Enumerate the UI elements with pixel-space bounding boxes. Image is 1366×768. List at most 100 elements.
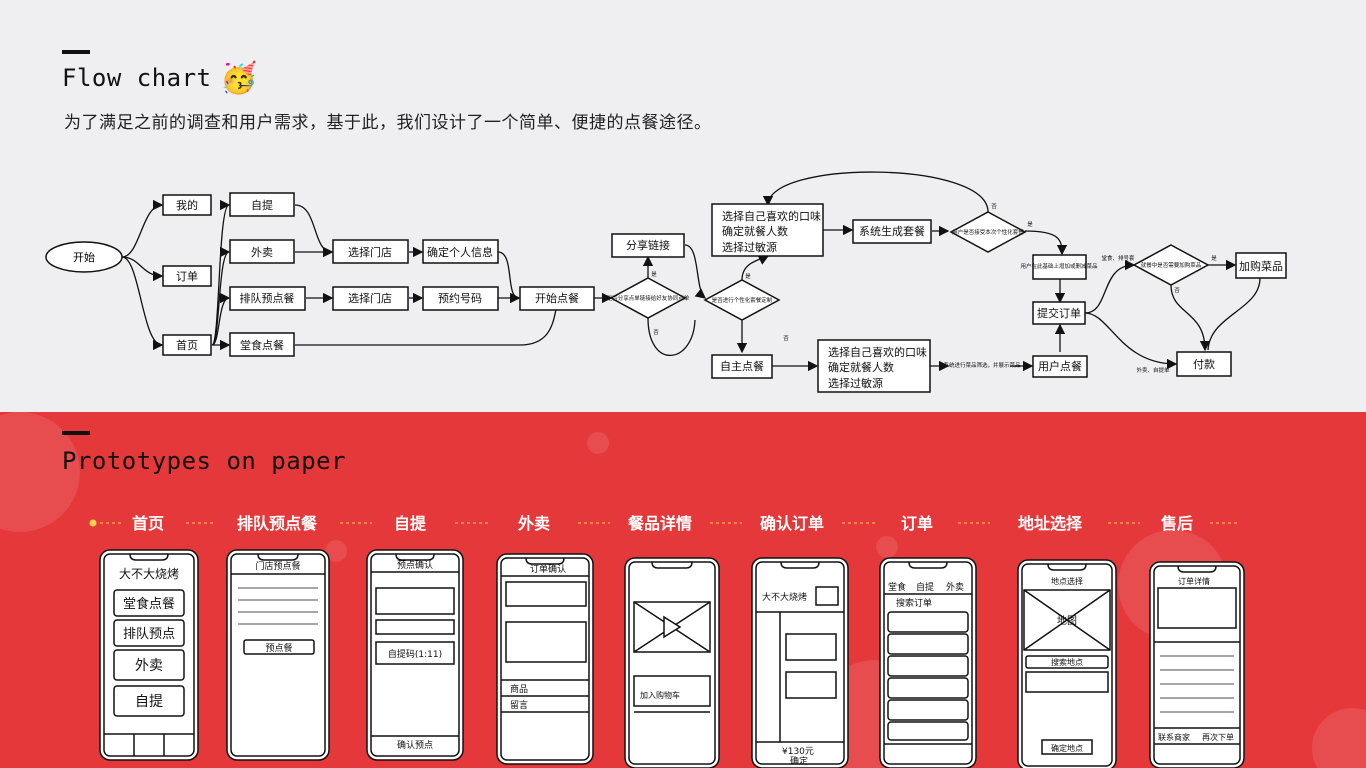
node-pay: 付款 bbox=[1193, 357, 1215, 371]
sketch-phone-pickup bbox=[366, 549, 464, 761]
tab-confirm-order: 确认订单 bbox=[760, 514, 824, 533]
node-pickup: 自提 bbox=[251, 199, 273, 212]
sketch-delivery-row-1: 商品 bbox=[510, 683, 528, 695]
node-orders: 订单 bbox=[176, 270, 198, 283]
party-emoji-icon: 🥳 bbox=[220, 61, 258, 96]
prefs-b-line-1: 选择自己喜欢的口味 bbox=[828, 345, 927, 359]
sketch-confirm-total: ¥130元 bbox=[782, 747, 814, 757]
label-no-1: 否 bbox=[653, 329, 659, 336]
sketch-confirm-title: 大不大烧烤 bbox=[762, 591, 807, 603]
tab-dish-detail: 餐品详情 bbox=[627, 514, 692, 533]
sketch-delivery-title: 订单确认 bbox=[530, 563, 566, 575]
sketch-aftersale-reorder: 再次下单 bbox=[1202, 732, 1234, 742]
sketch-home-btn-1: 堂食点餐 bbox=[123, 596, 175, 612]
node-start-order: 开始点餐 bbox=[535, 291, 579, 305]
node-self-order: 自主点餐 bbox=[720, 359, 764, 373]
note-takeout: 外卖、自提单 bbox=[1136, 366, 1170, 374]
prototype-sketches: 首页 排队预点餐 自提 外卖 餐品详情 确认订单 订单 地址选择 售后 大不大烧… bbox=[89, 514, 1245, 768]
sketch-phone-delivery bbox=[496, 553, 594, 765]
sketch-address-search: 搜索地点 bbox=[1051, 657, 1083, 667]
sketch-orders-tab-3: 外卖 bbox=[946, 581, 964, 593]
sketch-home-btn-2: 排队预点 bbox=[123, 627, 175, 642]
flow-diagram: 开始 bbox=[45, 171, 1287, 393]
node-user-order: 用户点餐 bbox=[1038, 359, 1082, 373]
sketch-confirm-ok: 确定 bbox=[790, 755, 808, 767]
sketch-home-title: 大不大烧烤 bbox=[119, 566, 179, 581]
sketch-queue-title: 门店预点餐 bbox=[255, 560, 300, 572]
section-dash bbox=[62, 431, 90, 435]
sketch-detail-button: 加入购物车 bbox=[640, 690, 680, 700]
sketch-orders-tab-1: 堂食 bbox=[888, 581, 906, 593]
sketch-phone-orders bbox=[879, 557, 977, 768]
section-title-flow-chart: Flow chart bbox=[62, 64, 212, 92]
sketch-home-btn-3: 外卖 bbox=[135, 658, 163, 674]
sketch-aftersale-contact: 联系商家 bbox=[1158, 732, 1190, 742]
label-yes-4: 是 bbox=[1211, 255, 1217, 262]
label-no-2: 否 bbox=[783, 335, 789, 342]
prefs-a-line-2: 确定就餐人数 bbox=[722, 224, 788, 238]
sketch-orders-search: 搜索订单 bbox=[896, 597, 932, 609]
prefs-b-line-3: 选择过敏源 bbox=[828, 376, 883, 390]
sketch-aftersale-title: 订单详情 bbox=[1178, 576, 1210, 586]
decision-custom: 是否进行个性化套餐定制 bbox=[712, 296, 773, 304]
sketch-phone-after-sales bbox=[1149, 561, 1245, 768]
tab-dot bbox=[89, 519, 97, 527]
tab-home: 首页 bbox=[132, 514, 164, 533]
node-confirm-info: 确定个人信息 bbox=[427, 245, 493, 259]
tab-after-sales: 售后 bbox=[1161, 514, 1193, 533]
tab-address: 地址选择 bbox=[1018, 514, 1083, 533]
section-dash bbox=[62, 50, 90, 54]
prototypes-section: Prototypes on paper 首页 排队预点餐 自提 外卖 餐品详情 … bbox=[0, 412, 1366, 768]
prefs-b-line-2: 确定就餐人数 bbox=[828, 360, 894, 374]
node-reserve-number: 预约号码 bbox=[438, 292, 482, 305]
node-share-link: 分享链接 bbox=[626, 238, 670, 252]
flow-chart-section: Flow chart 🥳 为了满足之前的调查和用户需求，基于此，我们设计了一个简… bbox=[45, 50, 1287, 393]
sketch-pickup-title: 预点确认 bbox=[397, 559, 433, 571]
prefs-a-line-3: 选择过敏源 bbox=[722, 240, 777, 254]
sketch-pickup-field: 自提码(1:11) bbox=[388, 648, 442, 660]
sketch-address-map: 地图 bbox=[1057, 614, 1077, 627]
tab-delivery: 外卖 bbox=[517, 514, 550, 533]
tab-queue: 排队预点餐 bbox=[237, 514, 318, 533]
node-store-1: 选择门店 bbox=[348, 245, 392, 259]
node-home: 首页 bbox=[176, 338, 198, 352]
label-no-3: 否 bbox=[991, 203, 997, 210]
node-mine: 我的 bbox=[176, 198, 198, 212]
node-dinein: 堂食点餐 bbox=[240, 338, 284, 352]
label-yes-3: 是 bbox=[1027, 221, 1033, 228]
sketch-address-title: 地点选择 bbox=[1051, 576, 1083, 586]
label-no-4: 否 bbox=[1174, 287, 1180, 294]
sketch-home-btn-4: 自提 bbox=[135, 694, 163, 710]
label-yes-2: 是 bbox=[745, 273, 751, 280]
start-label: 开始 bbox=[73, 250, 95, 264]
decision-need-more: 就餐中是否需要加购菜品 bbox=[1141, 261, 1202, 269]
decor-bubble bbox=[325, 540, 347, 562]
decision-share: 是否分享点单链接给好友协同点单 bbox=[607, 294, 690, 302]
node-store-2: 选择门店 bbox=[348, 291, 392, 305]
note-system-recommend: 系统进行菜品筛选，并展示菜品 bbox=[943, 361, 1021, 369]
sketch-pickup-button: 确认预点 bbox=[397, 739, 433, 751]
prefs-a-line-1: 选择自己喜欢的口味 bbox=[722, 209, 821, 223]
decision-accept: 用户是否接受本次个性化套餐 bbox=[952, 228, 1024, 236]
section-title-prototypes: Prototypes on paper bbox=[62, 447, 347, 475]
node-queue: 排队预点餐 bbox=[240, 291, 295, 305]
note-dinein: 堂食、排号套 bbox=[1101, 254, 1135, 262]
start-node bbox=[45, 241, 123, 273]
node-add-remove: 用户在此基础上增加或删减菜品 bbox=[1020, 262, 1098, 270]
sketch-delivery-row-2: 留言 bbox=[510, 699, 528, 711]
node-system-set: 系统生成套餐 bbox=[859, 224, 925, 238]
decor-bubble bbox=[876, 536, 898, 558]
tab-orders: 订单 bbox=[901, 514, 933, 533]
node-add-more: 加购菜品 bbox=[1239, 259, 1283, 273]
sketch-phone-dish-detail bbox=[624, 557, 720, 768]
sketch-orders-tab-2: 自提 bbox=[916, 581, 934, 593]
sketch-phone-queue bbox=[226, 549, 330, 761]
sketch-phone-address bbox=[1017, 559, 1117, 768]
sketch-phone-confirm-order bbox=[751, 557, 849, 768]
node-delivery: 外卖 bbox=[251, 246, 273, 259]
decor-bubble bbox=[587, 432, 609, 454]
intro-text: 为了满足之前的调查和用户需求，基于此，我们设计了一个简单、便捷的点餐途径。 bbox=[64, 113, 712, 133]
sketch-phone-home bbox=[99, 549, 199, 761]
tab-pickup: 自提 bbox=[394, 514, 427, 533]
label-yes-1: 是 bbox=[651, 271, 657, 278]
